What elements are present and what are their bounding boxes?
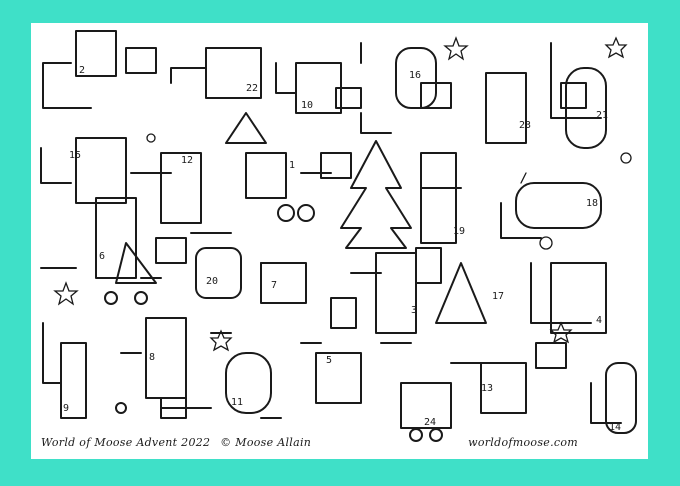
present-icon — [420, 82, 452, 109]
robot-icon — [225, 352, 272, 414]
door-number-16: 16 — [409, 70, 421, 81]
caption-title-block: World of Moose Advent 2022 © Moose Allai… — [41, 436, 317, 449]
caption-website: worldofmoose.com — [468, 436, 578, 449]
robot-icon — [205, 47, 262, 99]
door-number-21: 21 — [596, 110, 608, 121]
robot-icon — [480, 362, 527, 414]
door-number-22: 22 — [246, 83, 258, 94]
door-number-23: 23 — [519, 120, 531, 131]
door-number-13: 13 — [481, 383, 493, 394]
coloring-sheet: 1 2 3 4 5 6 7 8 9 10 11 12 13 14 15 16 1… — [31, 23, 648, 459]
robot-icon — [435, 262, 487, 324]
hand-icon — [520, 172, 527, 184]
robot-icon — [550, 262, 607, 334]
door-number-11: 11 — [231, 397, 243, 408]
christmas-tree-icon — [340, 140, 412, 249]
door-number-7: 7 — [271, 280, 277, 291]
door-number-3: 3 — [411, 305, 417, 316]
decorations — [53, 36, 632, 352]
door-number-20: 20 — [206, 276, 218, 287]
robot-icon — [375, 252, 417, 334]
robot-icon — [245, 152, 287, 199]
door-number-5: 5 — [326, 355, 332, 366]
present-icon — [560, 82, 587, 109]
robot-icon — [95, 197, 137, 279]
door-number-4: 4 — [596, 315, 602, 326]
present-icon — [160, 397, 187, 419]
present-icon — [535, 342, 567, 369]
door-number-18: 18 — [586, 198, 598, 209]
door-number-12: 12 — [181, 155, 193, 166]
door-number-2: 2 — [79, 65, 85, 76]
door-number-19: 19 — [453, 226, 465, 237]
robot-icon — [160, 152, 202, 224]
present-icon — [335, 87, 362, 109]
advent-robot-illustration: 1 2 3 4 5 6 7 8 9 10 11 12 13 14 15 16 1… — [40, 30, 637, 442]
present-icon — [415, 247, 442, 284]
robot-icon — [515, 182, 602, 229]
door-number-6: 6 — [99, 251, 105, 262]
robot-icon — [485, 72, 527, 144]
triangle-shape — [225, 112, 267, 144]
present-icon — [330, 297, 357, 329]
robot-icon — [400, 382, 452, 429]
present-icon — [125, 47, 157, 74]
robot-icon — [195, 247, 242, 299]
robot-icon — [315, 352, 362, 404]
star-icon — [549, 321, 573, 344]
door-number-14: 14 — [609, 422, 621, 433]
present-icon — [320, 152, 352, 179]
presents — [125, 47, 587, 419]
door-number-8: 8 — [149, 352, 155, 363]
robot-bodies — [60, 30, 637, 434]
star-icon — [209, 329, 233, 352]
door-number-15: 15 — [69, 150, 81, 161]
robot-icon — [260, 262, 307, 304]
door-number-24: 24 — [424, 417, 436, 428]
present-icon — [155, 237, 187, 264]
wheels — [104, 204, 443, 442]
robot-icon — [75, 137, 127, 204]
caption-title: World of Moose Advent 2022 — [41, 436, 211, 449]
door-number-17: 17 — [492, 291, 504, 302]
door-number-labels: 1 2 3 4 5 6 7 8 9 10 11 12 13 14 15 16 1… — [63, 65, 621, 433]
star-icon — [443, 36, 469, 61]
robot-icon — [60, 342, 87, 419]
star-icon — [53, 281, 79, 306]
robot-icon — [75, 30, 117, 77]
robot-icon — [115, 242, 157, 284]
door-number-9: 9 — [63, 403, 69, 414]
robot-icon — [395, 47, 437, 109]
door-number-10: 10 — [301, 100, 313, 111]
robot-icon — [605, 362, 637, 434]
star-icon — [604, 36, 628, 59]
pipe-network — [40, 42, 622, 424]
robot-icon — [420, 152, 457, 244]
caption-credit: © Moose Allain — [220, 436, 312, 449]
snowflake-icon — [539, 236, 553, 250]
door-number-1: 1 — [289, 160, 295, 171]
